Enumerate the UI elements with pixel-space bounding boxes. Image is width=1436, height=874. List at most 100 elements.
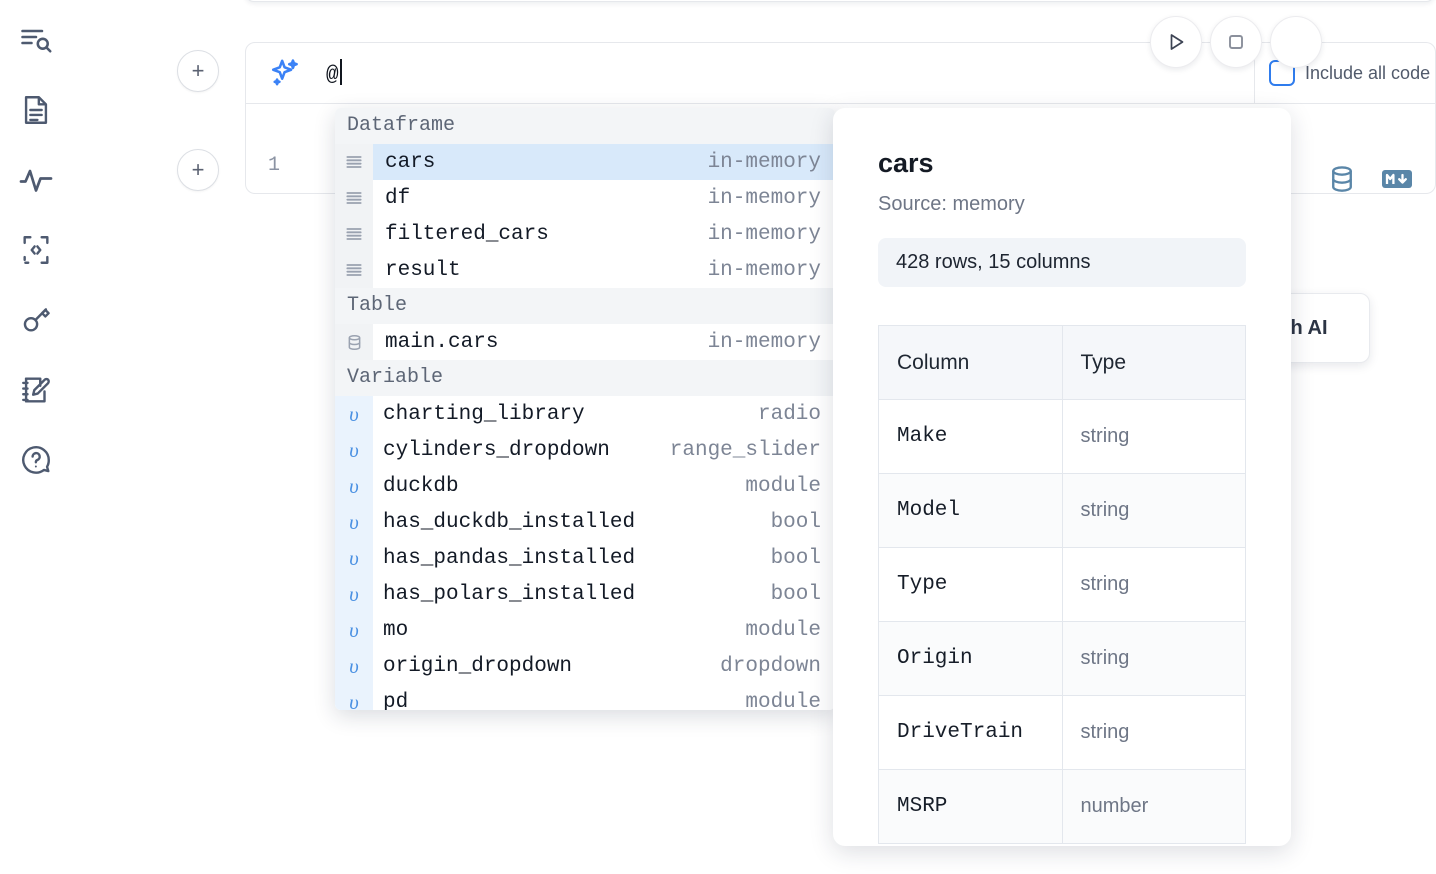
- autocomplete-item-type: module: [745, 690, 821, 711]
- autocomplete-item-name: has_polars_installed: [383, 582, 636, 606]
- detail-stats-badge: 428 rows, 15 columns: [878, 238, 1246, 287]
- embed-code-icon[interactable]: [14, 228, 58, 272]
- autocomplete-item-type: in-memory: [707, 222, 821, 246]
- autocomplete-item[interactable]: υ charting_library radio: [335, 396, 835, 432]
- autocomplete-item-type: in-memory: [707, 258, 821, 282]
- schema-column-name: Type: [878, 547, 1063, 622]
- ai-prompt-input[interactable]: @: [326, 59, 342, 87]
- add-cell-plus-icon: +: [191, 58, 205, 83]
- autocomplete-item[interactable]: result in-memory: [335, 252, 835, 288]
- ai-prompt-row[interactable]: @: [245, 42, 1255, 104]
- autocomplete-item-body: duckdb module: [373, 468, 835, 504]
- detail-source: Source: memory: [878, 193, 1025, 215]
- autocomplete-item-name: has_duckdb_installed: [383, 510, 636, 534]
- autocomplete-item-type: bool: [770, 582, 821, 606]
- autocomplete-item-body: origin_dropdown dropdown: [373, 648, 835, 684]
- autocomplete-item-name: cars: [385, 150, 436, 174]
- text-caret: [339, 59, 342, 85]
- autocomplete-item-name: result: [385, 258, 461, 282]
- sparkle-icon: [268, 56, 302, 90]
- secrets-key-icon[interactable]: [14, 298, 58, 342]
- ai-prompt-value: @: [326, 64, 339, 87]
- autocomplete-item-body: main.cars in-memory: [373, 324, 835, 360]
- autocomplete-item-type: in-memory: [707, 330, 821, 354]
- autocomplete-item[interactable]: main.cars in-memory: [335, 324, 835, 360]
- scratchpad-edit-icon[interactable]: [14, 368, 58, 412]
- schema-column-type: string: [1061, 473, 1246, 548]
- autocomplete-item-body: has_polars_installed bool: [373, 576, 835, 612]
- autocomplete-item-name: mo: [383, 618, 409, 642]
- dataframe-icon: [335, 216, 373, 252]
- schema-column-type: string: [1061, 621, 1246, 696]
- more-actions-button[interactable]: [1270, 16, 1322, 68]
- activity-pulse-icon[interactable]: [14, 158, 58, 202]
- stop-cell-button[interactable]: [1210, 16, 1262, 68]
- autocomplete-item-type: bool: [770, 546, 821, 570]
- autocomplete-item-name: origin_dropdown: [383, 654, 573, 678]
- variable-icon: υ: [335, 468, 373, 504]
- autocomplete-item[interactable]: υ has_duckdb_installed bool: [335, 504, 835, 540]
- autocomplete-group-header: Variable: [335, 360, 835, 396]
- autocomplete-item-name: duckdb: [383, 474, 459, 498]
- add-cell-button-bottom[interactable]: +: [177, 149, 219, 191]
- add-cell-button-top[interactable]: +: [177, 50, 219, 92]
- left-icon-rail: [0, 0, 72, 874]
- cell-above-clipped: [245, 0, 1435, 2]
- run-cell-button[interactable]: [1150, 16, 1202, 68]
- autocomplete-item-name: filtered_cars: [385, 222, 549, 246]
- autocomplete-item-type: module: [745, 618, 821, 642]
- schema-column-type: string: [1061, 399, 1246, 474]
- autocomplete-group-header: Dataframe: [335, 108, 835, 144]
- variable-icon: υ: [335, 504, 373, 540]
- markdown-icon[interactable]: [1381, 167, 1413, 196]
- ai-pill-label: h AI: [1290, 316, 1328, 339]
- autocomplete-item-type: bool: [770, 510, 821, 534]
- autocomplete-item-type: dropdown: [720, 654, 821, 678]
- database-icon: [335, 324, 373, 360]
- autocomplete-item-type: range_slider: [669, 438, 821, 462]
- help-chat-icon[interactable]: [14, 438, 58, 482]
- line-number: 1: [268, 154, 281, 177]
- cell-action-buttons: [1150, 16, 1322, 68]
- cell-tool-icons: [1327, 164, 1413, 199]
- autocomplete-item-name: main.cars: [385, 330, 499, 354]
- autocomplete-item-body: mo module: [373, 612, 835, 648]
- autocomplete-item-name: charting_library: [383, 402, 585, 426]
- variable-icon: υ: [335, 396, 373, 432]
- autocomplete-item-type: radio: [757, 402, 821, 426]
- include-all-code-label: Include all code: [1305, 62, 1431, 83]
- schema-column-type: string: [1061, 547, 1246, 622]
- autocomplete-item[interactable]: filtered_cars in-memory: [335, 216, 835, 252]
- schema-column-name: Make: [878, 399, 1063, 474]
- autocomplete-group-header: Table: [335, 288, 835, 324]
- outline-search-icon[interactable]: [14, 18, 58, 62]
- add-cell-plus-icon: +: [191, 157, 205, 182]
- autocomplete-item-name: cylinders_dropdown: [383, 438, 610, 462]
- autocomplete-item-body: filtered_cars in-memory: [373, 216, 835, 252]
- symbol-detail-panel: cars Source: memory 428 rows, 15 columns…: [833, 108, 1291, 846]
- variable-icon: υ: [335, 432, 373, 468]
- autocomplete-item[interactable]: υ cylinders_dropdown range_slider: [335, 432, 835, 468]
- autocomplete-item-body: has_duckdb_installed bool: [373, 504, 835, 540]
- file-document-icon[interactable]: [14, 88, 58, 132]
- database-icon[interactable]: [1327, 164, 1357, 199]
- schema-column-name: Model: [878, 473, 1063, 548]
- autocomplete-item-type: module: [745, 474, 821, 498]
